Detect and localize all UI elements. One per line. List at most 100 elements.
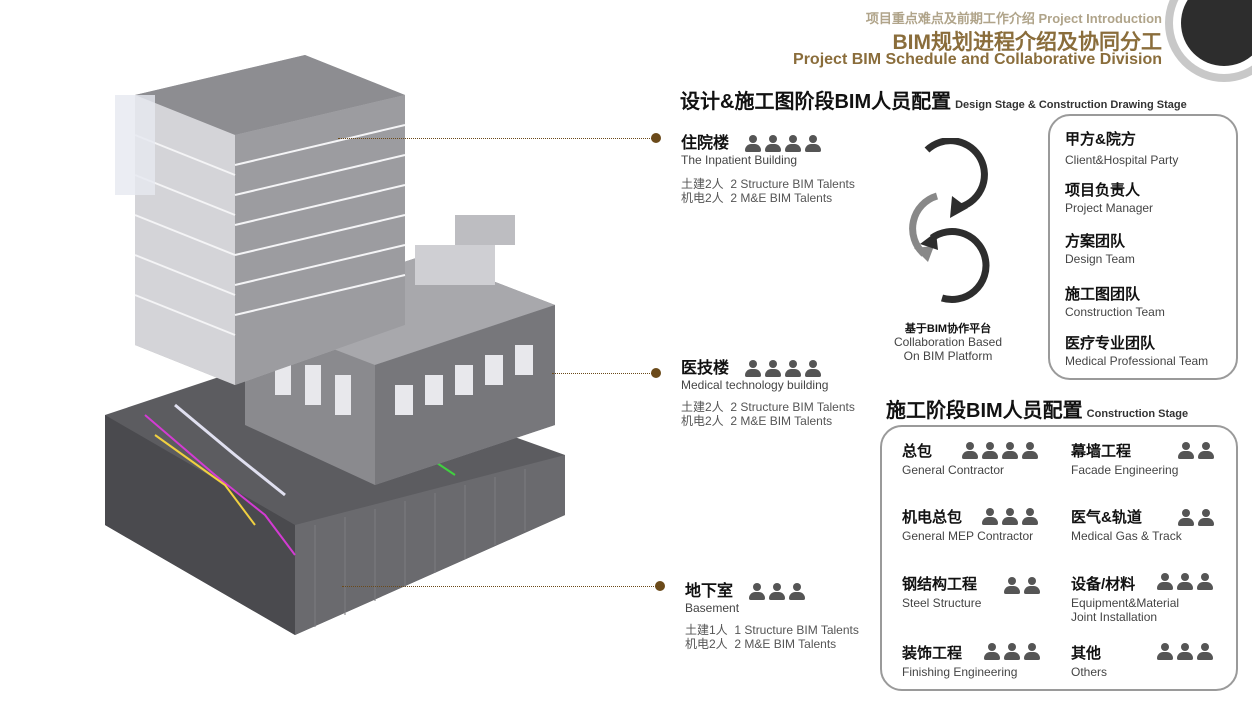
- people-icons: [1004, 577, 1044, 595]
- party-name-en: Project Manager: [1065, 201, 1154, 215]
- contractor-item: 钢结构工程 Steel Structure: [902, 573, 1052, 610]
- person-icon: [982, 442, 998, 460]
- contractor-name-en: Steel Structure: [902, 596, 982, 610]
- person-icon: [1197, 573, 1213, 591]
- person-icon: [1157, 573, 1173, 591]
- party-name: 施工图团队: [1065, 286, 1141, 303]
- contractor-name: 钢结构工程: [902, 576, 978, 593]
- staff-structure: 土建1人 1 Structure BIM Talents: [685, 623, 859, 637]
- building-name-en: The Inpatient Building: [681, 153, 798, 167]
- parties-box: [1048, 114, 1238, 380]
- building-medtech: 医技楼 Medical technology building 土建2人 2 S…: [681, 354, 855, 428]
- person-icon: [962, 442, 978, 460]
- person-icon: [1177, 643, 1193, 661]
- building-model-illustration: [105, 55, 565, 635]
- contractor-item: 总包 General Contractor: [902, 440, 1052, 477]
- platform-label-en-1: Collaboration Based: [893, 335, 1003, 349]
- contractor-name: 幕墙工程: [1071, 443, 1132, 460]
- people-icons: [1178, 442, 1218, 460]
- contractor-name-en: Finishing Engineering: [902, 665, 1018, 679]
- party-name: 项目负责人: [1065, 182, 1141, 199]
- person-icon: [1004, 577, 1020, 595]
- contractor-item: 幕墙工程 Facade Engineering: [1071, 440, 1221, 477]
- construction-box: [880, 425, 1238, 691]
- leader-line-inpatient: [338, 138, 654, 139]
- party-name: 医疗专业团队: [1065, 335, 1156, 352]
- contractor-name-en: Equipment&Material Joint Installation: [1071, 596, 1180, 624]
- building-name: 住院楼: [681, 135, 730, 152]
- people-icons: [962, 442, 1042, 460]
- party-construction-team: 施工图团队 Construction Team: [1065, 283, 1165, 319]
- leader-line-basement: [342, 586, 658, 587]
- building-basement: 地下室 Basement 土建1人 1 Structure BIM Talent…: [685, 577, 859, 651]
- party-name-en: Construction Team: [1065, 305, 1165, 319]
- person-icon: [1178, 442, 1194, 460]
- contractor-name-en: General Contractor: [902, 463, 1005, 477]
- platform-label: 基于BIM协作平台: [904, 323, 992, 335]
- person-icon: [745, 360, 762, 378]
- building-name: 医技楼: [681, 360, 730, 377]
- contractor-name-en: Others: [1071, 665, 1108, 679]
- party-design-team: 方案团队 Design Team: [1065, 230, 1135, 266]
- party-medical-team: 医疗专业团队 Medical Professional Team: [1065, 332, 1208, 368]
- party-name: 甲方&院方: [1065, 131, 1136, 148]
- leader-dot-basement: [655, 581, 665, 591]
- contractor-item: 机电总包 General MEP Contractor: [902, 506, 1062, 543]
- person-icon: [1002, 442, 1018, 460]
- person-icon: [1197, 643, 1213, 661]
- person-icon: [805, 360, 822, 378]
- person-icon: [1178, 509, 1194, 527]
- party-name: 方案团队: [1065, 233, 1126, 250]
- design-stage-title-en: Design Stage & Construction Drawing Stag…: [955, 99, 1187, 111]
- person-icon: [1024, 643, 1040, 661]
- building-name: 地下室: [685, 583, 734, 600]
- platform-label-en-2: On BIM Platform: [903, 349, 993, 363]
- building-inpatient: 住院楼 The Inpatient Building 土建2人 2 Struct…: [681, 129, 855, 205]
- construction-stage-title-en: Construction Stage: [1086, 408, 1189, 420]
- people-icons: [1178, 509, 1218, 527]
- page-title: BIM规划进程介绍及协同分工: [892, 31, 1163, 54]
- building-name-en: Basement: [685, 601, 740, 615]
- people-icons: [749, 583, 809, 601]
- people-icons: [745, 135, 825, 153]
- people-icons: [1157, 643, 1217, 661]
- contractor-item: 设备/材料 Equipment&Material Joint Installat…: [1071, 573, 1221, 624]
- party-name-en: Design Team: [1065, 252, 1135, 266]
- person-icon: [1198, 442, 1214, 460]
- party-name-en: Medical Professional Team: [1065, 354, 1209, 368]
- contractor-name: 机电总包: [902, 509, 963, 526]
- person-icon: [982, 508, 998, 526]
- party-name-en: Client&Hospital Party: [1065, 153, 1179, 167]
- party-client: 甲方&院方 Client&Hospital Party: [1065, 128, 1178, 167]
- person-icon: [1198, 509, 1214, 527]
- contractor-item: 医气&轨道 Medical Gas & Track: [1071, 506, 1221, 543]
- contractor-name: 其他: [1071, 645, 1102, 662]
- person-icon: [984, 643, 1000, 661]
- staff-mep: 机电2人 2 M&E BIM Talents: [685, 637, 837, 651]
- contractor-name: 医气&轨道: [1071, 509, 1142, 526]
- building-name-en: Medical technology building: [681, 378, 829, 392]
- leader-dot-inpatient: [651, 133, 661, 143]
- contractor-item: 装饰工程 Finishing Engineering: [902, 642, 1052, 679]
- people-icons: [1157, 573, 1217, 591]
- collaboration-cycle-icon: [909, 138, 990, 303]
- person-icon: [1022, 508, 1038, 526]
- contractor-name-en: Medical Gas & Track: [1071, 529, 1182, 543]
- breadcrumb: 项目重点难点及前期工作介绍 Project Introduction: [865, 11, 1162, 26]
- person-icon: [749, 583, 766, 601]
- staff-structure: 土建2人 2 Structure BIM Talents: [681, 177, 855, 191]
- staff-mep: 机电2人 2 M&E BIM Talents: [681, 191, 833, 205]
- contractor-name: 设备/材料: [1071, 576, 1136, 593]
- person-icon: [1177, 573, 1193, 591]
- party-project-manager: 项目负责人 Project Manager: [1065, 179, 1153, 215]
- person-icon: [1024, 577, 1040, 595]
- people-icons: [984, 643, 1044, 661]
- person-icon: [745, 135, 762, 153]
- contractor-name: 装饰工程: [902, 645, 963, 662]
- person-icon: [1004, 643, 1020, 661]
- person-icon: [765, 360, 782, 378]
- leader-dot-medtech: [651, 368, 661, 378]
- person-icon: [1022, 442, 1038, 460]
- page-subtitle: Project BIM Schedule and Collaborative D…: [793, 51, 1162, 68]
